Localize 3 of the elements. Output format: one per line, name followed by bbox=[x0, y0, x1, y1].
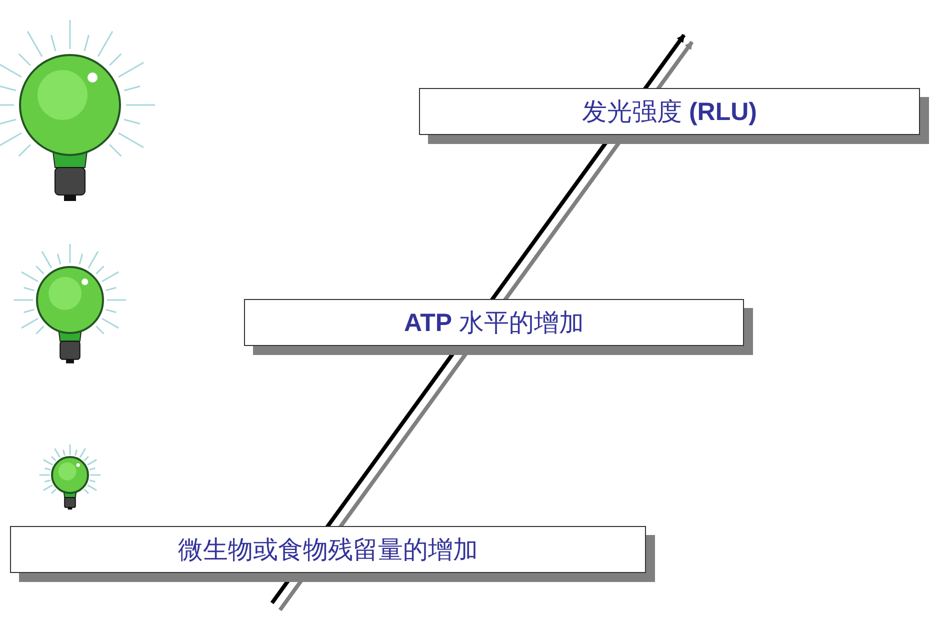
box-text: 发光强度 (RLU) bbox=[582, 97, 757, 128]
box-text: ATP 水平的增加 bbox=[404, 308, 584, 339]
box-text: 微生物或食物残留量的增加 bbox=[178, 535, 478, 566]
